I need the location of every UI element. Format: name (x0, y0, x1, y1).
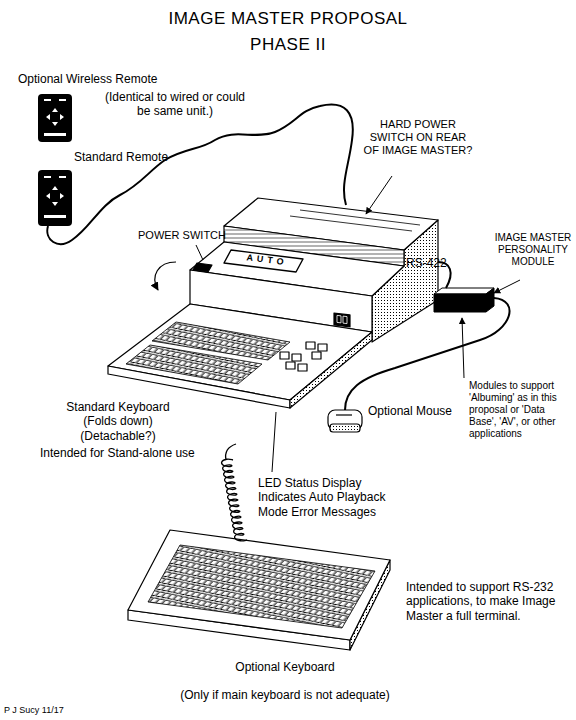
leader-lines (272, 412, 276, 472)
leader-lines (196, 245, 203, 260)
coiled-cord (226, 444, 236, 460)
image-master-unit (290, 332, 372, 408)
image-master-unit (152, 322, 290, 360)
image-master-unit (312, 352, 321, 359)
leader-lines (196, 176, 520, 472)
image-master-unit (292, 354, 301, 361)
optional-mouse (328, 410, 362, 432)
image-master-unit (108, 198, 438, 408)
callout-label: IMAGE MASTER PERSONALITY MODULE (493, 232, 573, 268)
leader-lines (462, 318, 464, 378)
fold-arrow (155, 262, 176, 290)
image-master-unit (306, 342, 315, 349)
wireless-remote (38, 94, 72, 142)
image-master-unit (193, 263, 212, 272)
optional-keyboard (128, 530, 390, 640)
wireless-remote (59, 99, 66, 101)
wireless-remote (44, 133, 66, 136)
image-master-unit (298, 364, 307, 371)
optional-keyboard (148, 545, 375, 628)
signature: P J Sucy 11/17 (4, 705, 124, 716)
callout-label: Standard Remote (74, 150, 224, 164)
standard-remote (59, 176, 66, 178)
callout-label: Optional Wireless Remote (18, 72, 218, 86)
image-master-unit (224, 250, 303, 272)
fold-arrow (155, 262, 176, 290)
leader-lines (494, 280, 520, 293)
optional-mouse (330, 424, 360, 432)
image-master-unit (280, 352, 289, 359)
coiled-cord (222, 444, 247, 541)
image-master-unit (337, 315, 341, 322)
callout-label: LED Status Display Indicates Auto Playba… (258, 476, 398, 519)
leader-lines (366, 176, 392, 214)
standard-remote (46, 186, 64, 206)
note-label: (Identical to wired or could be same uni… (100, 90, 250, 119)
standard-remote (44, 215, 66, 218)
note-label: Intended to support RS-232 applications,… (406, 580, 566, 623)
callout-label: POWER SWITCH (138, 229, 238, 242)
image-master-unit (343, 316, 347, 323)
image-master-unit (334, 313, 350, 327)
note-label: (Only if main keyboard is not adequate) (80, 688, 490, 702)
image-master-unit (108, 304, 372, 400)
personality-module (434, 288, 494, 312)
callout-label: Optional Keyboard (185, 660, 385, 674)
standard-remote (38, 170, 72, 226)
callout-label: Optional Mouse (368, 404, 468, 418)
optional-keyboard (128, 530, 390, 650)
standard-remote (44, 176, 51, 178)
note-label: Modules to support 'Albuming' as in this… (469, 380, 573, 440)
signal-label: RS-422 (406, 256, 466, 270)
standard-remote (38, 170, 72, 226)
image-master-unit (318, 344, 327, 351)
note-label: Intended for Stand-alone use (40, 446, 240, 460)
wireless-remote (46, 108, 64, 126)
image-master-unit (286, 362, 295, 369)
optional-mouse (336, 414, 352, 415)
title: IMAGE MASTER PROPOSAL PHASE II (150, 6, 426, 58)
image-master-unit (300, 210, 420, 225)
personality-module (486, 288, 494, 312)
callout-label: Standard Keyboard (Folds down) (Detachab… (52, 400, 184, 443)
callout-label: HARD POWER SWITCH ON REAR OF IMAGE MASTE… (362, 118, 474, 158)
coiled-cord (222, 459, 247, 541)
wireless-remote (38, 94, 72, 142)
wireless-remote (44, 99, 51, 101)
personality-module (434, 294, 486, 312)
personality-module (434, 288, 494, 294)
image-master-unit (290, 216, 412, 231)
